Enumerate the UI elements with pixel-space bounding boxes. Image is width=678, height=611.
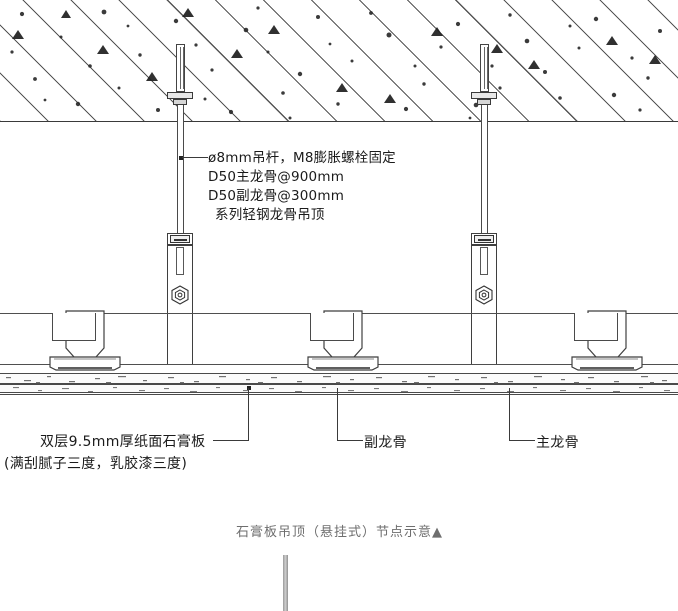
secondary-keel	[574, 313, 618, 341]
drawing-caption: 石膏板吊顶（悬挂式）节点示意▲	[236, 525, 443, 540]
gypsum-texture-lower	[13, 387, 670, 393]
hex-nut	[475, 285, 493, 305]
note-line-2: D50主龙骨@900mm	[208, 169, 345, 185]
anchor-nut	[477, 99, 491, 105]
gypsum-board-label: 双层9.5mm厚纸面石膏板	[40, 431, 205, 451]
concrete-aggregate-dots	[10, 6, 662, 120]
bracket-slot	[176, 247, 184, 275]
note-line-3: D50副龙骨@300mm	[208, 188, 345, 204]
hanger-rod	[177, 105, 184, 235]
note-line-4: 系列轻钢龙骨吊顶	[215, 207, 325, 223]
secondary-keel-label: 副龙骨	[364, 435, 407, 451]
ceiling-finish-line	[0, 394, 678, 395]
gypsum-board-lower	[0, 384, 678, 393]
spring-clip	[474, 235, 494, 243]
gypsum-texture-upper	[6, 376, 667, 384]
gypsum-leader-dot	[247, 386, 251, 390]
note-leader-dot	[179, 156, 183, 160]
gypsum-board-label-line2: (满刮腻子三度，乳胶漆三度)	[4, 456, 188, 472]
bracket-slot	[480, 247, 488, 275]
expansion-bolt	[176, 44, 185, 92]
anchor-plate	[167, 92, 193, 99]
gypsum-leader-vertical	[248, 388, 249, 440]
secondary-keel	[52, 313, 96, 341]
anchor-plate	[471, 92, 497, 99]
hanger-rod	[481, 105, 488, 235]
main-keel-leader-horizontal	[509, 440, 535, 441]
gypsum-board-label-line1: 双层9.5mm厚纸面石膏板	[40, 434, 206, 450]
gypsum-board-upper	[0, 373, 678, 384]
main-keel-label: 主龙骨	[536, 435, 579, 451]
note-line-1: ø8mm吊杆，M8膨胀螺栓固定	[208, 150, 396, 166]
gypsum-board-sublabel: (满刮腻子三度，乳胶漆三度)	[4, 453, 187, 473]
expansion-bolt	[480, 44, 489, 92]
anchor-nut	[173, 99, 187, 105]
bottom-vertical-bar	[283, 555, 288, 611]
gypsum-leader-horizontal	[213, 440, 249, 441]
hex-nut	[171, 285, 189, 305]
note-leader-line	[182, 157, 208, 158]
spring-clip	[170, 235, 190, 243]
secondary-keel	[310, 313, 354, 341]
concrete-slab-hatch	[0, 0, 678, 122]
main-keel-leader-vertical	[509, 388, 510, 440]
hanger-notes: ø8mm吊杆，M8膨胀螺栓固定 D50主龙骨@900mm D50副龙骨@300m…	[208, 149, 396, 225]
secondary-keel-leader-vertical	[337, 388, 338, 440]
secondary-keel-leader-horizontal	[337, 440, 363, 441]
slab-soffit-line	[0, 121, 678, 122]
